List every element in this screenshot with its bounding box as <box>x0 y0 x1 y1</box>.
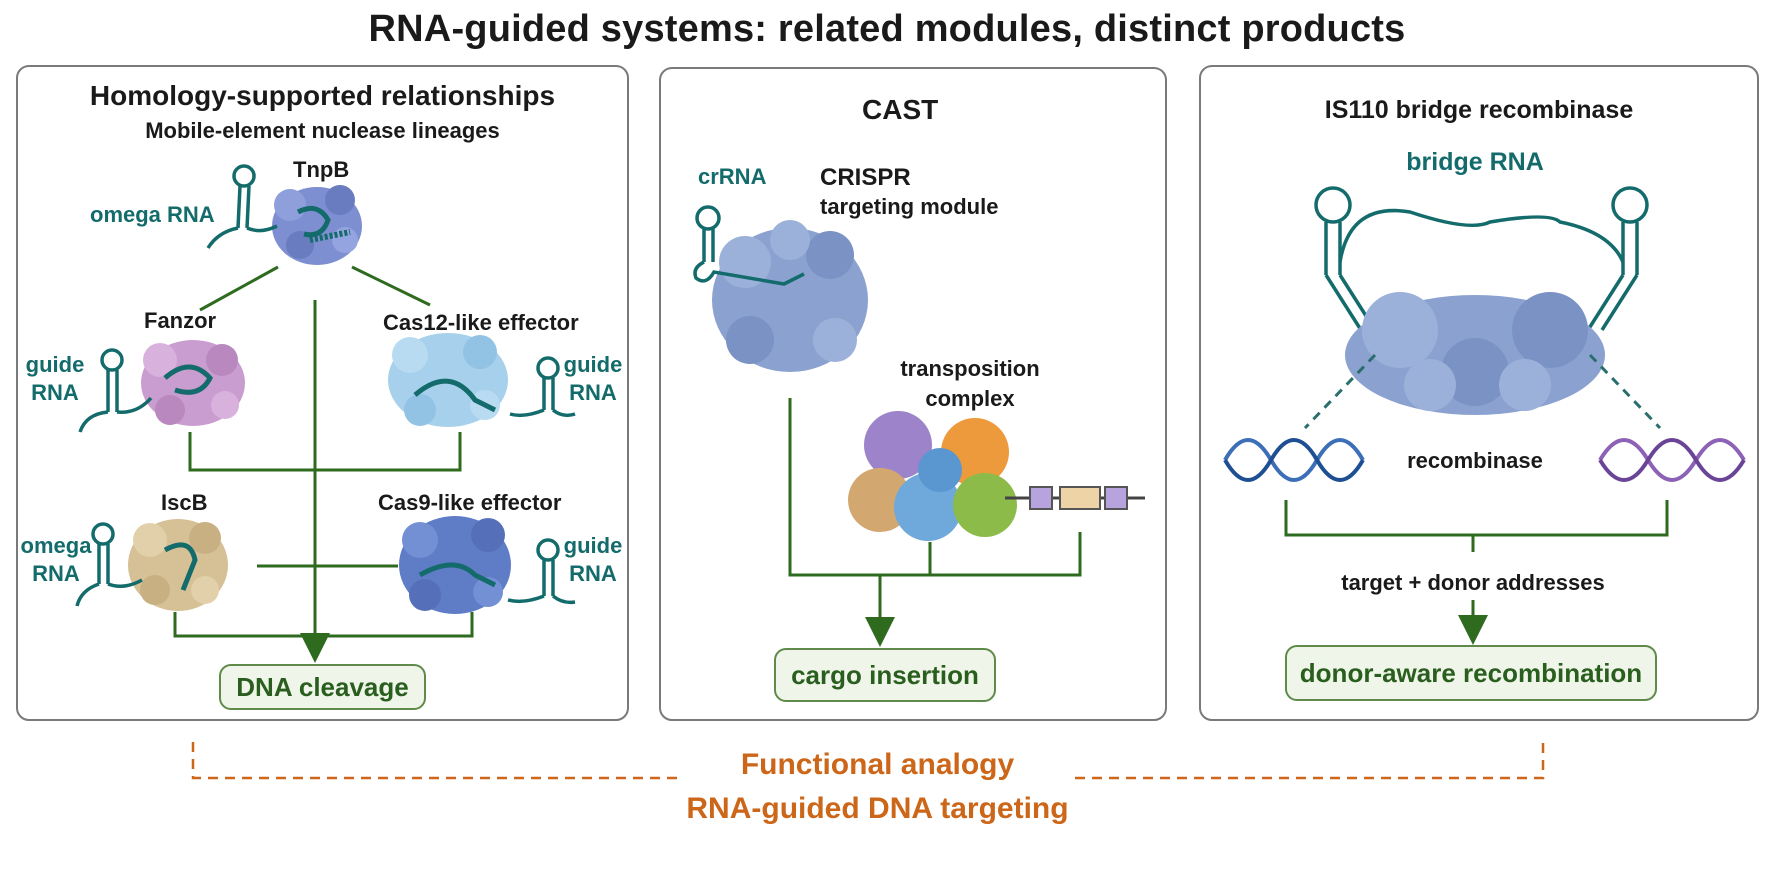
crrna-label: crRNA <box>698 164 767 189</box>
donor-dna-icon <box>1598 438 1746 482</box>
analogy-bracket <box>191 742 1545 780</box>
iscb-omega-rna-icon <box>75 522 143 607</box>
cas12-rna-label-line2: RNA <box>569 380 617 405</box>
omega-rna-icon <box>206 164 278 249</box>
tnpb-label: TnpB <box>293 157 350 182</box>
cas9-rna-label-line2: RNA <box>569 561 617 586</box>
crrna-icon <box>693 205 805 286</box>
fanzor-rna-label-line1: guide <box>25 352 85 377</box>
bridge-rna-label: bridge RNA <box>1406 148 1544 176</box>
tnpb-protein-icon <box>272 185 362 265</box>
cas9-guide-rna-icon <box>507 538 576 605</box>
cargo-dna-icon <box>1005 486 1145 510</box>
cas9-protein-icon <box>399 516 511 614</box>
fanzor-protein-icon <box>141 340 245 426</box>
is110-connectors <box>1284 500 1669 645</box>
dna-cleavage-outcome: DNA cleavage <box>219 664 426 710</box>
iscb-protein-icon <box>128 519 228 611</box>
iscb-rna-label-line1: omega <box>20 533 92 558</box>
diagram-title: RNA-guided systems: related modules, dis… <box>368 8 1406 50</box>
cas12-guide-rna-icon <box>509 356 576 418</box>
addresses-label: target + donor addresses <box>1341 570 1605 595</box>
rna-guided-targeting-label: RNA-guided DNA targeting <box>686 792 1069 825</box>
crispr-module-protein-icon <box>712 220 868 372</box>
cast-connectors <box>788 398 1082 647</box>
cast-panel-title: CAST <box>862 94 939 125</box>
bridge-dna-connector-lines <box>1303 353 1662 430</box>
homology-panel-subtitle: Mobile-element nuclease lineages <box>145 118 500 143</box>
panel-cast-frame <box>659 67 1167 721</box>
cas12-protein-icon <box>388 333 508 427</box>
tnpb-rna-label: omega RNA <box>90 202 215 227</box>
panel-homology-frame <box>16 65 629 721</box>
iscb-rna-label-line2: RNA <box>32 561 80 586</box>
crispr-label: CRISPR <box>820 164 911 191</box>
transposition-label: transposition <box>900 356 1040 381</box>
targeting-module-label: targeting module <box>820 194 999 219</box>
homology-panel-title: Homology-supported relationships <box>89 80 556 111</box>
fanzor-rna-label-line2: RNA <box>31 380 79 405</box>
cas12-label: Cas12-like effector <box>383 310 579 335</box>
panel-is110-frame <box>1199 65 1759 721</box>
cas9-label: Cas9-like effector <box>378 490 562 515</box>
is110-panel-title: IS110 bridge recombinase <box>1324 96 1634 124</box>
donor-aware-recombination-outcome: donor-aware recombination <box>1285 645 1657 701</box>
fanzor-label: Fanzor <box>144 308 217 333</box>
cas12-rna-label-line1: guide <box>563 352 623 377</box>
bridge-rna-icon <box>1314 186 1649 331</box>
fanzor-guide-rna-icon <box>78 348 153 433</box>
transposition-complex-icon <box>848 411 1017 541</box>
target-dna-icon <box>1223 438 1365 482</box>
recombinase-protein-icon <box>1345 292 1605 415</box>
complex-label: complex <box>925 386 1015 411</box>
functional-analogy-label: Functional analogy <box>740 748 1015 781</box>
iscb-label: IscB <box>161 490 208 515</box>
homology-connectors <box>173 265 474 663</box>
cas9-rna-label-line1: guide <box>563 533 623 558</box>
cargo-insertion-outcome: cargo insertion <box>774 648 996 702</box>
recombinase-label: recombinase <box>1407 448 1543 473</box>
